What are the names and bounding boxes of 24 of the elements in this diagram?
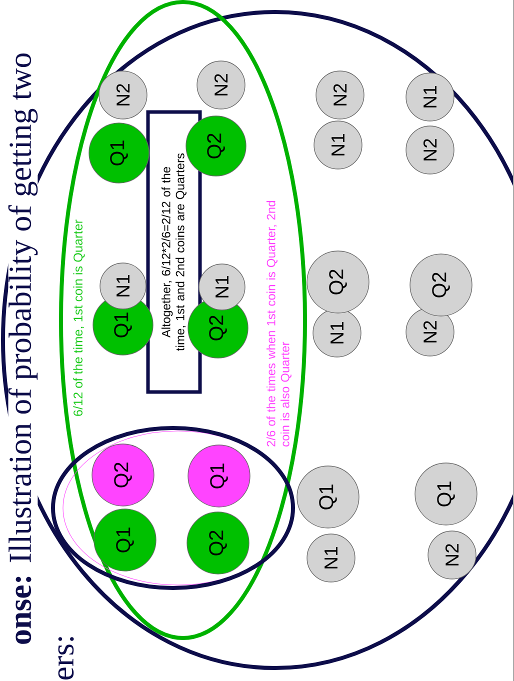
coin: N2 <box>316 70 364 120</box>
coin: N1 <box>100 262 146 310</box>
coin: N2 <box>428 530 476 580</box>
coin: N2 <box>98 70 148 120</box>
coin: Q1 <box>296 466 360 528</box>
coin: Q2 <box>410 254 472 316</box>
coin: Q2 <box>186 512 250 574</box>
coin: Q1 <box>414 462 478 526</box>
text-box: Altogether, 6/12*2/6=2/12 of the time, 1st and 2nd coins are Quarters <box>146 110 202 394</box>
coin: Q1 <box>188 444 250 508</box>
coin: N1 <box>306 534 356 582</box>
title: onse: Illustration of probability of getting two <box>8 52 38 646</box>
coin: N1 <box>198 264 246 310</box>
coin: Q1 <box>94 508 156 572</box>
coin: Q1 <box>88 122 150 184</box>
ellipse-note: 2/6 of the times when 1st coin is Quarter, 2nd coin is also Quarter <box>266 201 292 446</box>
coin: Q2 <box>306 250 370 314</box>
region-ellipse <box>51 426 295 590</box>
subtitle: ers: <box>58 637 74 680</box>
coin: N1 <box>314 120 362 170</box>
coin: N2 <box>196 60 246 110</box>
coin: Q2 <box>92 444 154 506</box>
coin: N1 <box>312 308 362 358</box>
coin: Q2 <box>186 116 246 176</box>
